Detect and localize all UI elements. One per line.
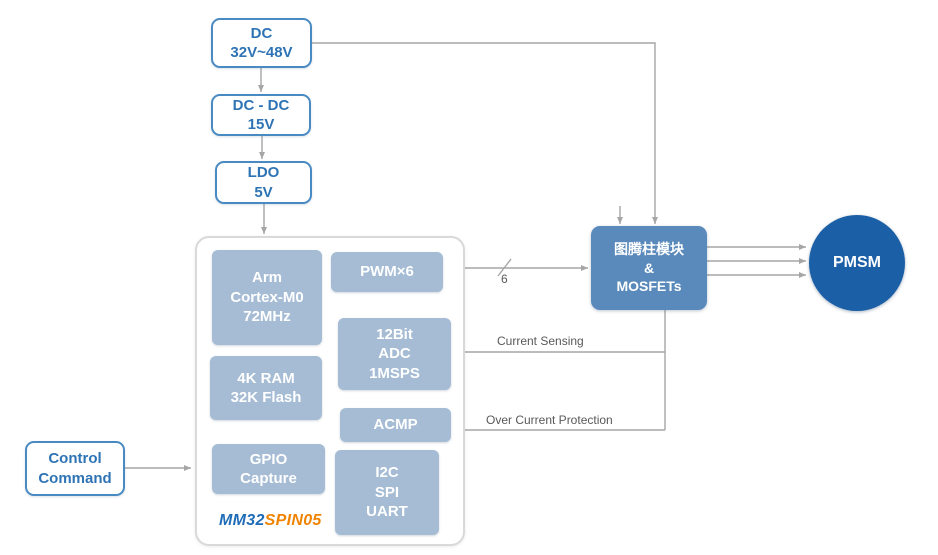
over-current-protection-label: Over Current Protection [486, 413, 613, 427]
current-sensing-label: Current Sensing [497, 334, 584, 348]
bus-width-slash [497, 258, 512, 277]
gpio-block: GPIO Capture [212, 444, 325, 494]
control-command-box: Control Command [25, 441, 125, 496]
ldo-line2: 5V [254, 183, 273, 201]
control-command-line1: Control [48, 450, 102, 467]
pmsm-label: PMSM [833, 254, 881, 271]
adc-line1: 12Bit [376, 325, 413, 343]
comm-line3: UART [366, 503, 408, 521]
comm-line1: I2C [375, 464, 399, 482]
mcu-part-suffix: SPIN05 [264, 512, 322, 529]
dc-source-line2: 32V~48V [230, 44, 293, 61]
adc-block: 12Bit ADC 1MSPS [338, 318, 451, 390]
adc-line3: 1MSPS [369, 364, 420, 382]
driver-line3: MOSFETs [616, 278, 682, 295]
mcu-part-prefix: MM32 [219, 512, 265, 529]
ldo-box: LDO 5V [215, 161, 312, 204]
gpio-line1: GPIO [249, 450, 288, 468]
comm-block: I2C SPI UART [335, 450, 439, 535]
memory-line2: 32K Flash [230, 389, 302, 406]
driver-line1: 图腾柱模块 [614, 240, 684, 257]
mcu-part-number: MM32SPIN05 [219, 512, 322, 530]
acmp-label: ACMP [373, 416, 418, 434]
pwm-block: PWM×6 [331, 252, 443, 292]
acmp-block: ACMP [340, 408, 451, 442]
control-command-line2: Command [38, 469, 112, 487]
arm-core-line2: Cortex-M0 [230, 288, 304, 306]
dcdc-line1: DC - DC [232, 96, 290, 114]
dc-source-box: DC 32V~48V [211, 18, 312, 68]
adc-line2: ADC [378, 345, 411, 363]
pmsm-motor: PMSM [809, 215, 905, 311]
arm-core-line3: 72MHz [243, 308, 291, 326]
dcdc-line2: 15V [247, 116, 275, 133]
driver-line2: & [643, 259, 655, 276]
dcdc-converter-box: DC - DC 15V [211, 94, 311, 136]
memory-line1: 4K RAM [237, 369, 295, 387]
ldo-line1: LDO [247, 164, 280, 181]
wire-dc-bus [312, 42, 658, 224]
comm-line2: SPI [374, 483, 400, 501]
pwm-bus-width-label: 6 [501, 272, 508, 286]
gate-driver-mosfet-block: 图腾柱模块 & MOSFETs [591, 226, 707, 310]
arm-core-line1: Arm [251, 269, 282, 287]
dc-source-line1: DC [250, 24, 273, 42]
gpio-line2: Capture [240, 470, 297, 487]
arm-core-block: Arm Cortex-M0 72MHz [212, 250, 322, 345]
pwm-label: PWM×6 [360, 263, 414, 281]
memory-block: 4K RAM 32K Flash [210, 356, 322, 420]
